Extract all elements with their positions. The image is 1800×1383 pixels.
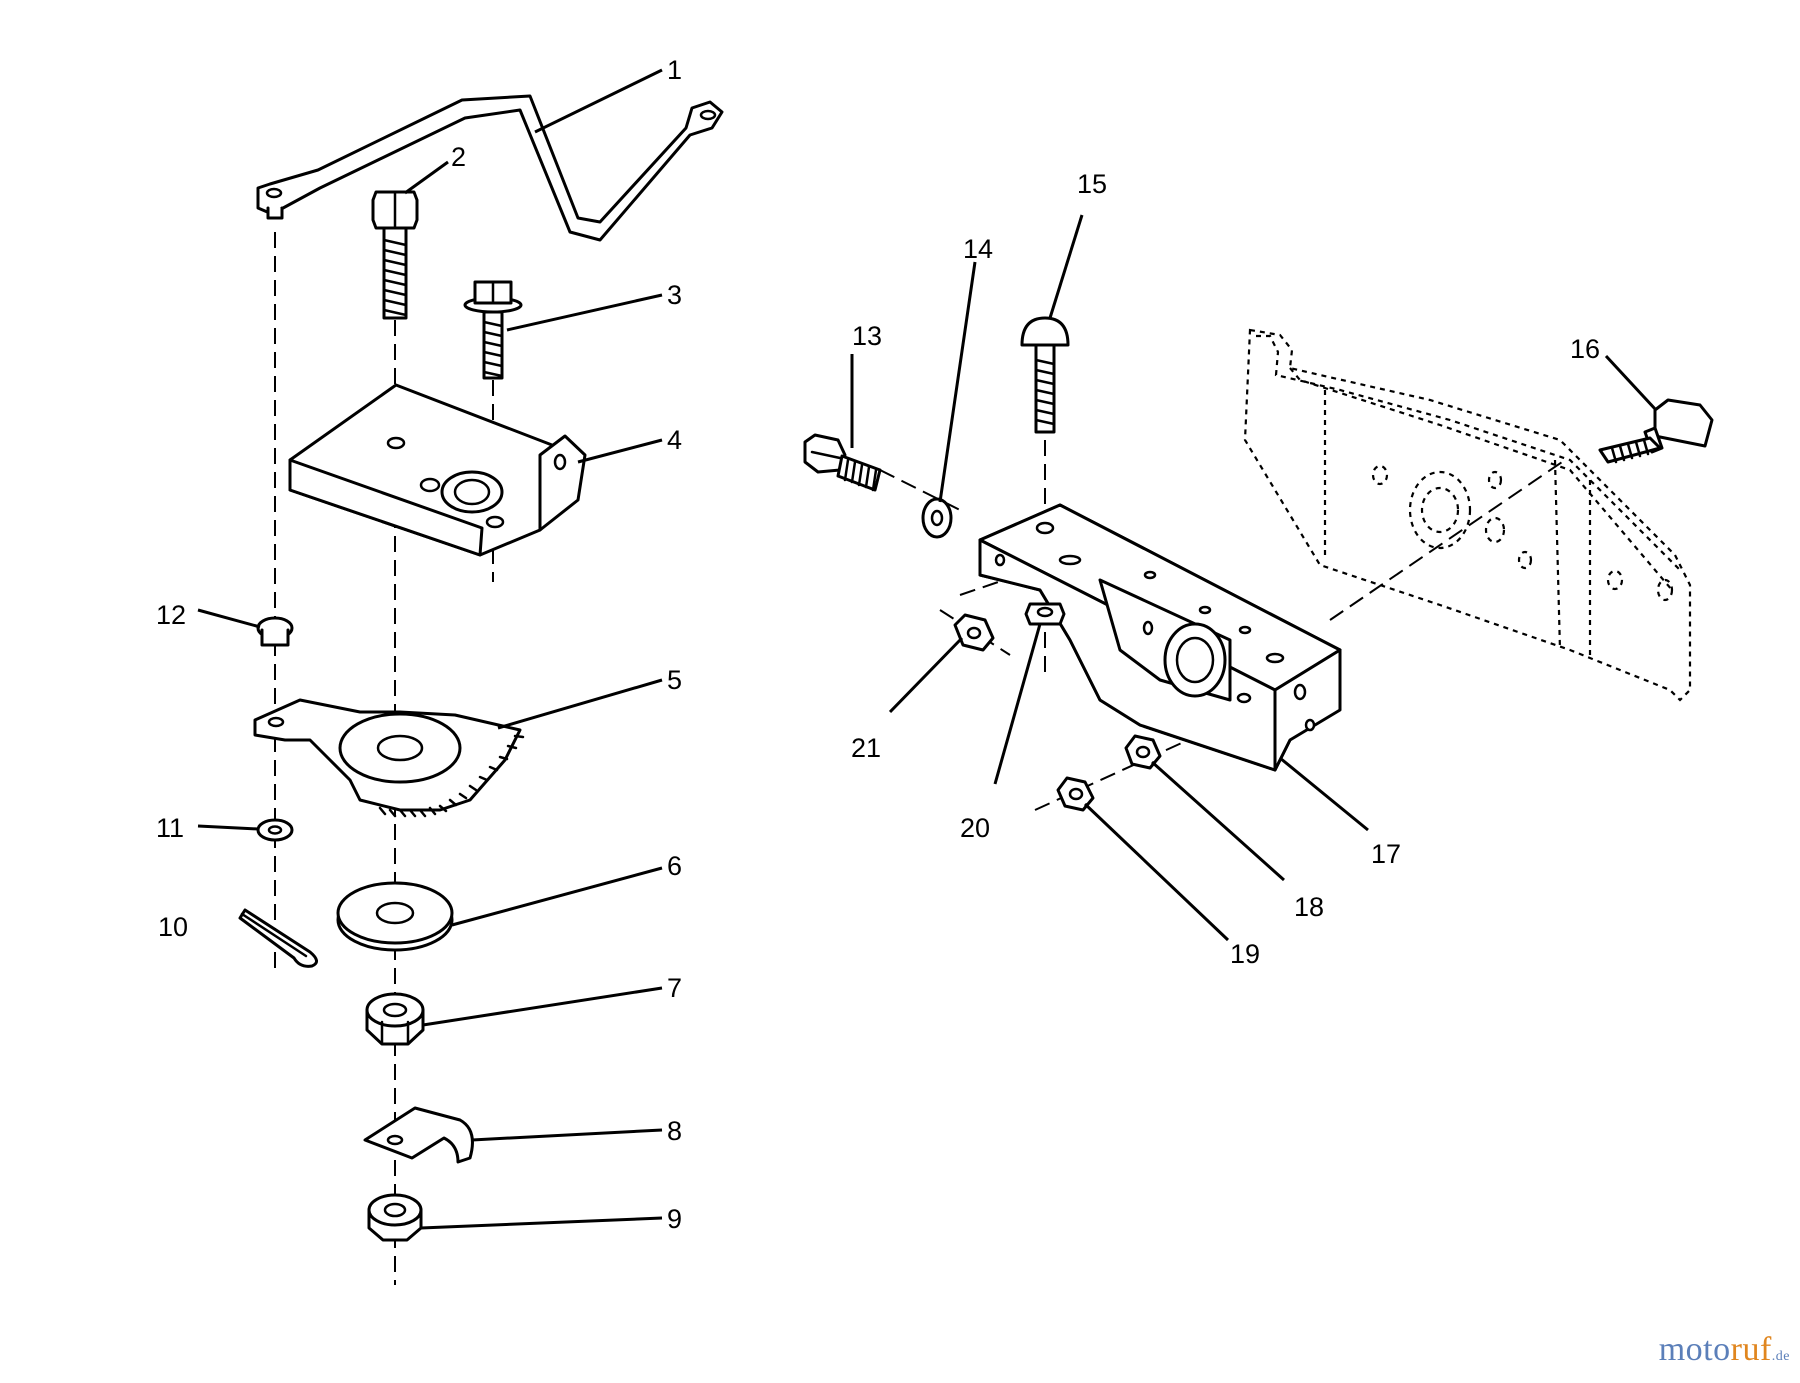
- callout-8: 8: [667, 1116, 682, 1146]
- callout-1: 1: [667, 55, 682, 85]
- callout-5: 5: [667, 665, 682, 695]
- leader-3: [506, 293, 663, 332]
- watermark-part-3: .de: [1771, 1349, 1790, 1364]
- callout-13: 13: [852, 321, 882, 351]
- part-8-clip: [363, 1106, 474, 1164]
- leader-8: [471, 1128, 663, 1142]
- part-1-shift-rod: [256, 94, 724, 242]
- part-11-washer: [256, 818, 294, 842]
- callout-15: 15: [1077, 169, 1107, 199]
- callout-6: 6: [667, 851, 682, 881]
- watermark-part-1: moto: [1658, 1331, 1731, 1368]
- callout-12: 12: [156, 600, 186, 630]
- leader-21: [888, 636, 964, 714]
- callout-17: 17: [1371, 839, 1401, 869]
- frame-phantom-outline: [1243, 328, 1692, 702]
- part-10-cotter-pin: [238, 908, 318, 968]
- centerline-21: [939, 609, 1011, 656]
- part-19-nut: [1056, 776, 1095, 812]
- callout-2: 2: [451, 142, 466, 172]
- part-14-washer: [921, 497, 953, 539]
- callout-18: 18: [1294, 892, 1324, 922]
- callout-4: 4: [667, 425, 682, 455]
- callout-20: 20: [960, 813, 990, 843]
- leader-5: [497, 678, 663, 730]
- leader-15: [1048, 214, 1084, 319]
- leader-17: [1279, 756, 1369, 832]
- callout-3: 3: [667, 280, 682, 310]
- leader-12: [197, 608, 261, 629]
- watermark-part-2: ruf: [1730, 1331, 1772, 1368]
- part-21-nut: [953, 613, 995, 652]
- callout-10: 10: [158, 912, 188, 942]
- centerline-16: [1329, 459, 1566, 621]
- part-2-bolt: [371, 190, 419, 320]
- leader-9: [420, 1216, 663, 1230]
- callout-11: 11: [156, 813, 184, 843]
- leader-20: [993, 623, 1042, 785]
- part-17-axle-bracket: [978, 503, 1342, 772]
- part-9-nut: [367, 1193, 423, 1242]
- leader-18: [1151, 760, 1285, 882]
- leader-7: [422, 986, 663, 1027]
- part-5-gear-plate: [253, 698, 525, 818]
- part-18-nut: [1124, 734, 1162, 770]
- callout-21: 21: [851, 733, 881, 763]
- callout-19: 19: [1230, 939, 1260, 969]
- part-3-flange-bolt: [463, 280, 523, 380]
- callout-7: 7: [667, 973, 682, 1003]
- part-20-nut: [1024, 602, 1066, 626]
- part-15-carriage-bolt: [1020, 316, 1070, 434]
- leader-2: [404, 160, 449, 195]
- part-12-bushing: [256, 616, 294, 647]
- part-4-bracket: [288, 383, 587, 557]
- leader-14: [938, 261, 977, 503]
- callout-16: 16: [1570, 334, 1600, 364]
- centerline-rear: [959, 577, 1011, 596]
- part-13-hex-bolt: [803, 433, 882, 492]
- leader-16: [1604, 354, 1658, 412]
- part-6-spring-washer: [336, 881, 454, 952]
- leader-1: [534, 68, 663, 134]
- callout-9: 9: [667, 1204, 682, 1234]
- callout-14: 14: [963, 234, 993, 264]
- watermark-logo: motoruf.de: [1659, 1331, 1790, 1369]
- leader-19: [1083, 802, 1230, 942]
- part-7-nut: [365, 992, 425, 1046]
- leader-4: [577, 438, 663, 464]
- leader-6: [451, 866, 663, 927]
- leader-11: [197, 824, 259, 831]
- part-16-bolt: [1598, 398, 1714, 464]
